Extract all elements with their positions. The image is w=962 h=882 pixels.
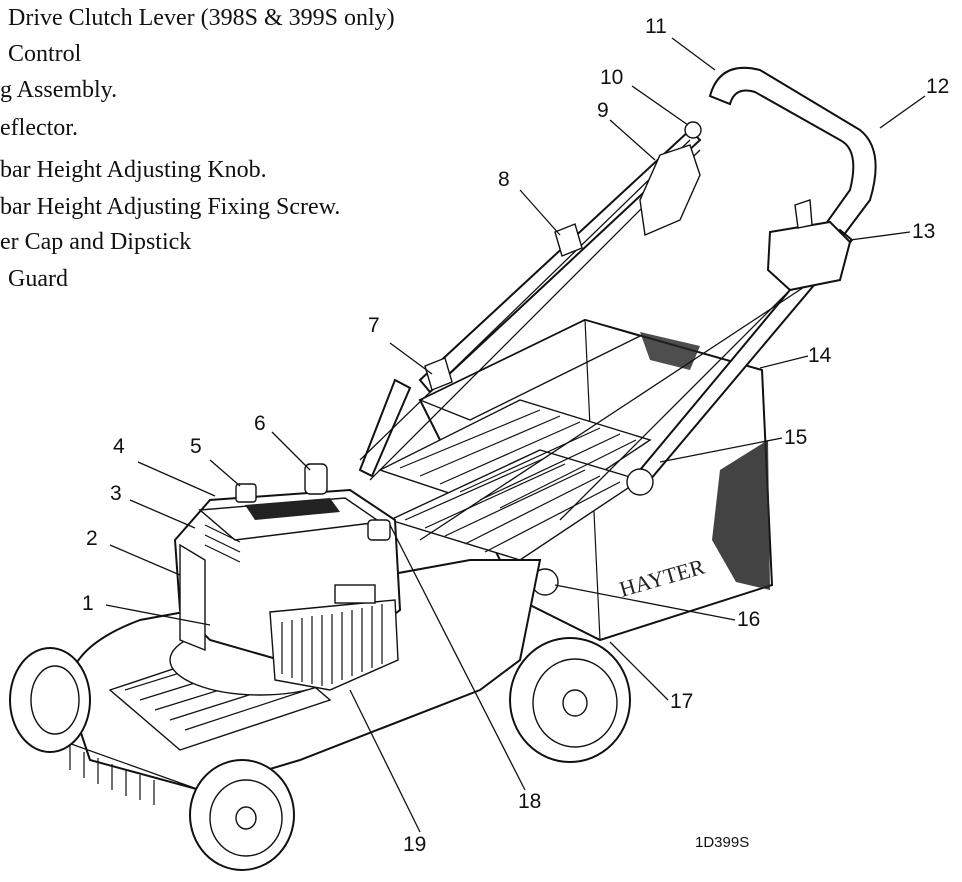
- rear-wheel: [509, 637, 631, 763]
- callout-3: 3: [110, 482, 122, 505]
- height-knob-15: [626, 468, 654, 496]
- handle-bar: [358, 66, 877, 541]
- handle-clip-8: [554, 223, 583, 257]
- callout-6: 6: [254, 412, 266, 435]
- legend-item-3: g Assembly.: [0, 77, 118, 103]
- figure-code: 1D399S: [695, 834, 749, 851]
- leader-lines: [105, 37, 926, 833]
- handle-clip-7: [424, 357, 453, 391]
- legend-item-5: bar Height Adjusting Knob.: [0, 157, 267, 183]
- legend-item-7: er Cap and Dipstick: [0, 229, 192, 255]
- legend-item-4: eflector.: [0, 115, 78, 141]
- callout-7: 7: [368, 314, 380, 337]
- legend-item-2: Control: [8, 41, 82, 67]
- callout-16: 16: [737, 608, 760, 631]
- callout-2: 2: [86, 527, 98, 550]
- legend-item-6: bar Height Adjusting Fixing Screw.: [0, 194, 341, 220]
- legend-item-8: Guard: [8, 266, 68, 292]
- callout-12: 12: [926, 75, 949, 98]
- callout-5: 5: [190, 435, 202, 458]
- engine: [173, 463, 402, 691]
- callout-11: 11: [645, 15, 667, 38]
- callout-4: 4: [113, 435, 125, 458]
- callout-10: 10: [600, 66, 623, 89]
- callouts: 1 2 3 4 5 6 7 8 9 10 11 12 13 14 15 16 1…: [82, 15, 949, 856]
- bag-top-grid: [378, 399, 652, 561]
- callout-9: 9: [597, 99, 609, 122]
- callout-1: 1: [82, 592, 94, 615]
- callout-18: 18: [518, 790, 541, 813]
- callout-14: 14: [808, 344, 832, 367]
- callout-15: 15: [784, 426, 807, 449]
- callout-13: 13: [912, 220, 935, 243]
- front-wheel: [189, 759, 295, 871]
- front-left-wheel: [9, 647, 91, 753]
- callout-8: 8: [498, 168, 510, 191]
- legend-item-1: Drive Clutch Lever (398S & 399S only): [8, 5, 395, 31]
- callout-17: 17: [670, 690, 693, 713]
- control-box: [766, 199, 852, 292]
- callout-19: 19: [403, 833, 426, 856]
- drive-clutch-lever: [639, 121, 702, 237]
